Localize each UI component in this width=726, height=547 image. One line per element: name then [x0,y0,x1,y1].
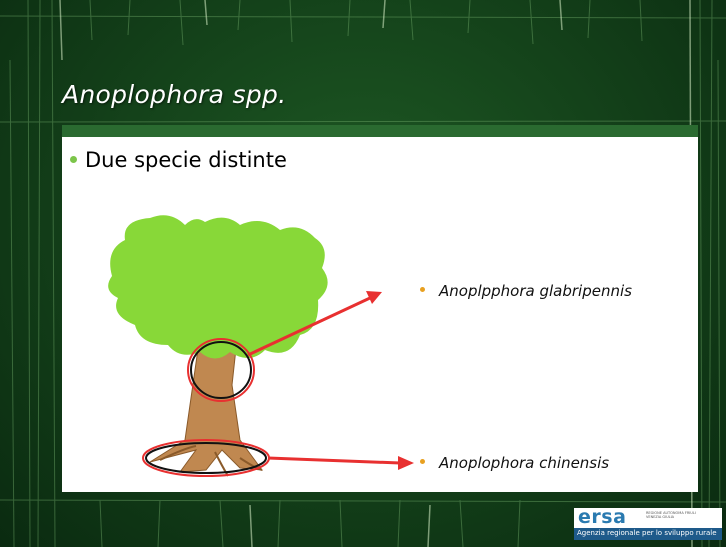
arrow-icon-chinensis [268,456,414,470]
ersa-logo: ersa REGIONE AUTONOMA FRIULI VENEZIA GIU… [574,508,722,540]
species-item-chinensis: Anoplophora chinensis [420,454,609,472]
species-bullet-icon [420,459,425,464]
species-label: Anoplpphora glabripennis [439,282,632,300]
logo-tagline: Agenzia regionale per lo sviluppo rurale [577,529,717,537]
logo-wordmark: ersa [578,506,626,528]
logo-region-text: REGIONE AUTONOMA FRIULI VENEZIA GIULIA [646,511,706,519]
tree-canopy [108,215,327,358]
species-label: Anoplophora chinensis [439,454,609,472]
species-item-glabripennis: Anoplpphora glabripennis [420,282,632,300]
species-bullet-icon [420,287,425,292]
logo-tagline-bar: Agenzia regionale per lo sviluppo rurale [574,528,722,540]
